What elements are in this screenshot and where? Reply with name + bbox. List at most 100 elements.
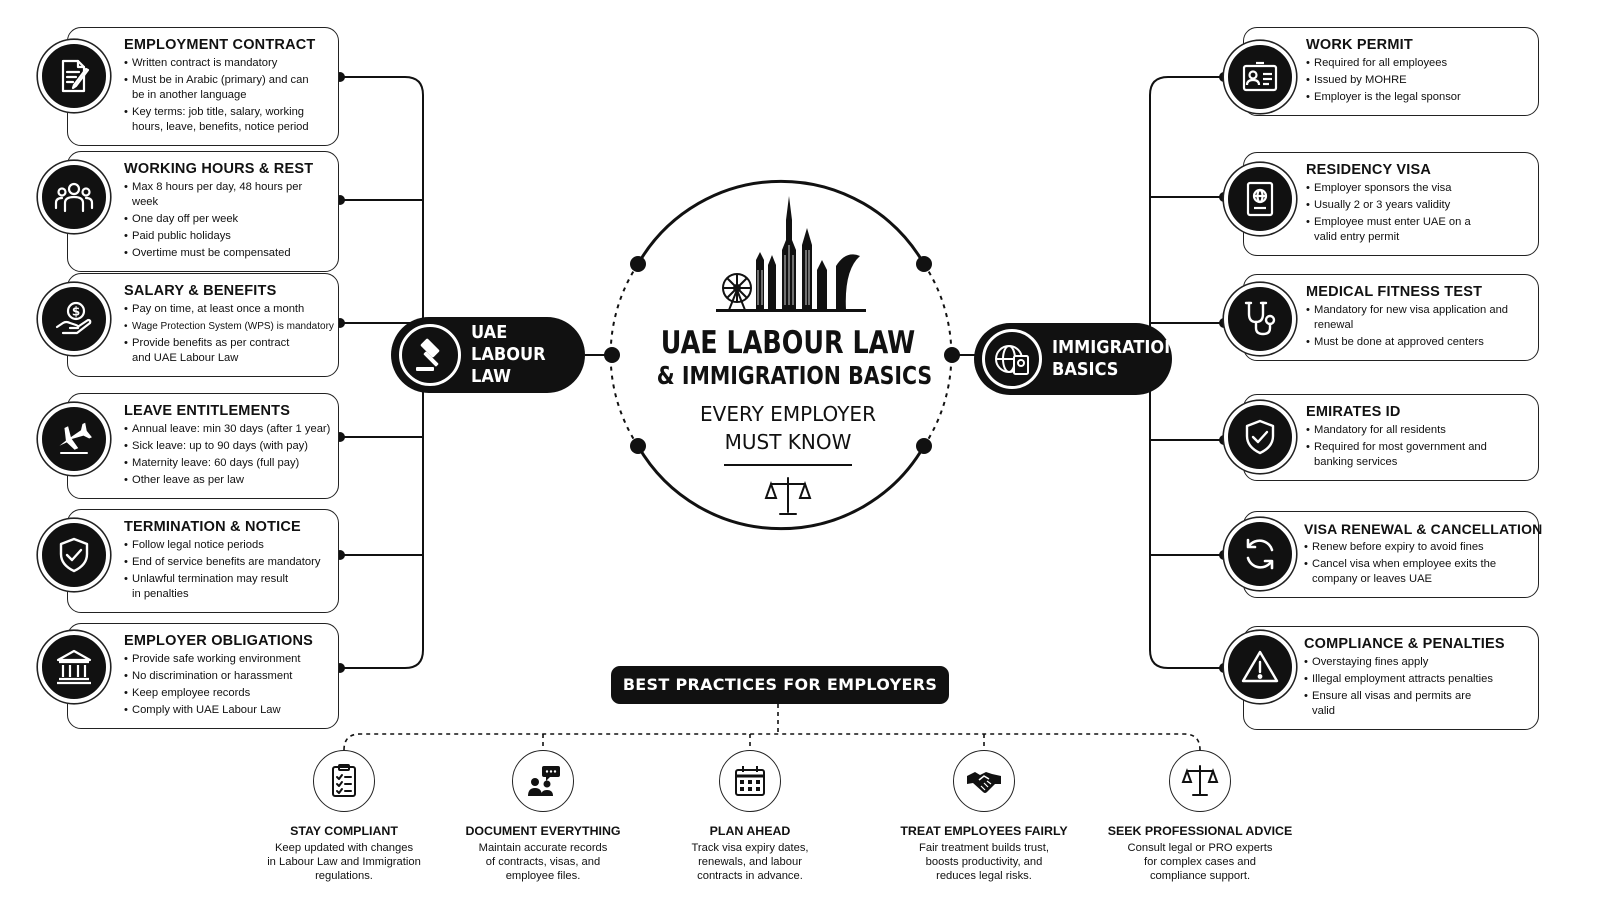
bullet-item: Employer is the legal sponsor bbox=[1306, 90, 1528, 105]
bullet-item: Must be done at approved centers bbox=[1306, 335, 1528, 350]
scales-icon bbox=[1169, 750, 1231, 812]
bullet-item: Illegal employment attracts penalties bbox=[1304, 672, 1528, 687]
hub-uae-labour-law: UAE LABOUR LAW bbox=[391, 317, 585, 393]
card-title: EMPLOYMENT CONTRACT bbox=[124, 37, 316, 53]
bullet-item: Employee must enter UAE on a valid entry… bbox=[1306, 215, 1476, 245]
divider bbox=[724, 464, 852, 466]
practice-text: Fair treatment builds trust, boosts prod… bbox=[919, 842, 1049, 882]
bullet-item: Must be in Arabic (primary) and can be i… bbox=[124, 73, 309, 103]
bullet-item: Keep employee records bbox=[124, 686, 328, 701]
practice-seek-advice: SEEK PROFESSIONAL ADVICE Consult legal o… bbox=[1100, 750, 1300, 883]
practice-plan-ahead: PLAN AHEAD Track visa expiry dates, rene… bbox=[650, 750, 850, 883]
bullet-item: Key terms: job title, salary, working ho… bbox=[124, 105, 324, 135]
card-compliance-penalties: COMPLIANCE & PENALTIES Overstaying fines… bbox=[1243, 626, 1539, 730]
main-tagline: EVERY EMPLOYER MUST KNOW bbox=[700, 402, 876, 454]
bullet-item: Comply with UAE Labour Law bbox=[124, 703, 328, 718]
bullet-item: Cancel visa when employee exits the comp… bbox=[1304, 557, 1509, 587]
bullet-item: Sick leave: up to 90 days (with pay) bbox=[124, 439, 328, 454]
card-title: WORKING HOURS & REST bbox=[124, 161, 314, 177]
card-title: LEAVE ENTITLEMENTS bbox=[124, 403, 291, 419]
bullet-item: Unlawful termination may result in penal… bbox=[124, 572, 294, 602]
bullet-item: Required for all employees bbox=[1306, 56, 1528, 71]
card-emirates-id: EMIRATES ID Mandatory for all residents … bbox=[1243, 394, 1539, 481]
practice-treat-fairly: TREAT EMPLOYEES FAIRLY Fair treatment bu… bbox=[884, 750, 1084, 883]
practice-text: Consult legal or PRO experts for complex… bbox=[1127, 842, 1273, 882]
team-people-icon bbox=[38, 161, 110, 233]
bullet-item: Mandatory for new visa application and r… bbox=[1306, 303, 1516, 333]
bank-building-icon bbox=[38, 631, 110, 703]
card-title: MEDICAL FITNESS TEST bbox=[1306, 284, 1483, 300]
hub-immigration-basics: IMMIGRATION BASICS bbox=[974, 323, 1178, 395]
practice-title: DOCUMENT EVERYTHING bbox=[465, 824, 621, 838]
best-practices-banner: BEST PRACTICES FOR EMPLOYERS bbox=[611, 666, 949, 704]
card-employer-obligations: EMPLOYER OBLIGATIONS Provide safe workin… bbox=[67, 623, 339, 729]
card-title: RESIDENCY VISA bbox=[1306, 162, 1432, 178]
scales-of-justice-icon bbox=[764, 477, 812, 515]
bullet-item: Usually 2 or 3 years validity bbox=[1306, 198, 1528, 213]
card-title: SALARY & BENEFITS bbox=[124, 283, 277, 299]
card-employment-contract: EMPLOYMENT CONTRACT Written contract is … bbox=[67, 27, 339, 146]
stethoscope-icon bbox=[1224, 283, 1296, 355]
airplane-icon bbox=[38, 403, 110, 475]
bullet-item: Maternity leave: 60 days (full pay) bbox=[124, 456, 328, 471]
bullet-item: One day off per week bbox=[124, 212, 328, 227]
globe-passport-icon bbox=[982, 329, 1042, 389]
handshake-icon bbox=[953, 750, 1015, 812]
card-title: VISA RENEWAL & CANCELLATION bbox=[1304, 521, 1543, 537]
gavel-icon bbox=[399, 324, 461, 386]
hand-coin-icon: $ bbox=[38, 283, 110, 355]
svg-text:$: $ bbox=[72, 305, 80, 319]
bullet-item: No discrimination or harassment bbox=[124, 669, 328, 684]
bullet-item: Max 8 hours per day, 48 hours per week bbox=[124, 180, 328, 210]
bullet-item: Mandatory for all residents bbox=[1306, 423, 1528, 438]
passport-icon bbox=[1224, 163, 1296, 235]
hub-label: UAE LABOUR LAW bbox=[471, 322, 546, 387]
practice-title: STAY COMPLIANT bbox=[290, 824, 398, 838]
bullet-item: Provide benefits as per contract and UAE… bbox=[124, 336, 309, 366]
contract-pen-icon bbox=[38, 40, 110, 112]
bullet-item: Overtime must be compensated bbox=[124, 246, 328, 261]
shield-check-icon bbox=[1224, 401, 1296, 473]
card-termination-notice: TERMINATION & NOTICE Follow legal notice… bbox=[67, 509, 339, 613]
card-title: COMPLIANCE & PENALTIES bbox=[1304, 636, 1505, 652]
bullet-item: Issued by MOHRE bbox=[1306, 73, 1528, 88]
card-working-hours: WORKING HOURS & REST Max 8 hours per day… bbox=[67, 151, 339, 272]
practice-text: Track visa expiry dates, renewals, and l… bbox=[691, 842, 809, 882]
center-title-block: UAE LABOUR LAW & IMMIGRATION BASICS EVER… bbox=[628, 190, 948, 535]
practice-document-everything: DOCUMENT EVERYTHING Maintain accurate re… bbox=[443, 750, 643, 883]
refresh-arrows-icon bbox=[1224, 518, 1296, 590]
shield-check-icon bbox=[38, 519, 110, 591]
practice-stay-compliant: STAY COMPLIANT Keep updated with changes… bbox=[244, 750, 444, 883]
id-card-icon bbox=[1224, 41, 1296, 113]
calendar-icon bbox=[719, 750, 781, 812]
checklist-clipboard-icon bbox=[313, 750, 375, 812]
bullet-item: Paid public holidays bbox=[124, 229, 328, 244]
people-chat-icon bbox=[512, 750, 574, 812]
practice-title: PLAN AHEAD bbox=[709, 824, 791, 838]
main-subtitle: & IMMIGRATION BASICS bbox=[656, 361, 933, 390]
bullet-item: Wage Protection System (WPS) is mandator… bbox=[124, 319, 334, 334]
card-residency-visa: RESIDENCY VISA Employer sponsors the vis… bbox=[1243, 152, 1539, 256]
main-title: UAE LABOUR LAW bbox=[660, 325, 916, 361]
practice-text: Keep updated with changes in Labour Law … bbox=[267, 842, 421, 882]
card-salary-benefits: SALARY & BENEFITS Pay on time, at least … bbox=[67, 273, 339, 377]
practice-text: Maintain accurate records of contracts, … bbox=[478, 842, 608, 882]
practice-title: TREAT EMPLOYEES FAIRLY bbox=[900, 824, 1068, 838]
card-leave-entitlements: LEAVE ENTITLEMENTS Annual leave: min 30 … bbox=[67, 393, 339, 499]
card-title: TERMINATION & NOTICE bbox=[124, 519, 301, 535]
bullet-item: Pay on time, at least once a month bbox=[124, 302, 328, 317]
hub-label: IMMIGRATION BASICS bbox=[1052, 337, 1178, 380]
practice-title: SEEK PROFESSIONAL ADVICE bbox=[1107, 824, 1293, 838]
bullet-item: Provide safe working environment bbox=[124, 652, 328, 667]
bullet-item: Employer sponsors the visa bbox=[1306, 181, 1528, 196]
bullet-item: Follow legal notice periods bbox=[124, 538, 328, 553]
warning-triangle-icon bbox=[1224, 631, 1296, 703]
dubai-skyline-icon bbox=[716, 196, 866, 312]
card-title: EMIRATES ID bbox=[1306, 404, 1401, 420]
bullet-item: Overstaying fines apply bbox=[1304, 655, 1528, 670]
bullet-item: Renew before expiry to avoid fines bbox=[1304, 540, 1528, 555]
bullet-item: Written contract is mandatory bbox=[124, 56, 328, 71]
card-title: WORK PERMIT bbox=[1306, 37, 1413, 53]
bullet-item: Annual leave: min 30 days (after 1 year) bbox=[124, 422, 330, 437]
bullet-item: Other leave as per law bbox=[124, 473, 328, 488]
